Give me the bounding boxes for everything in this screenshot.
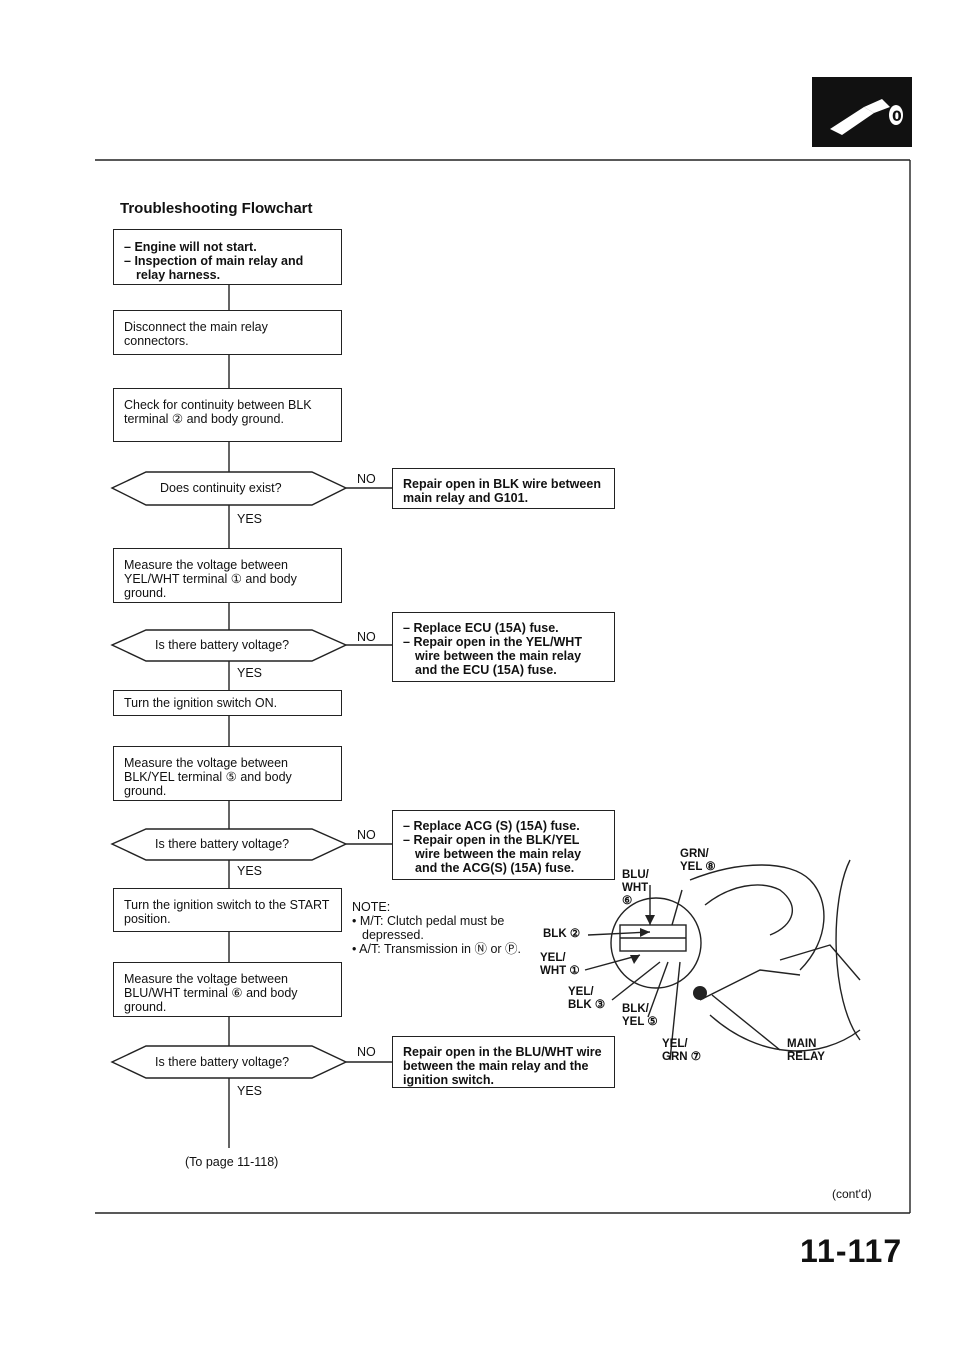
- decision-continuity: Does continuity exist?: [160, 481, 282, 495]
- no-box-acg-fuse: Replace ACG (S) (15A) fuse. Repair open …: [392, 810, 615, 880]
- svg-text:0: 0: [892, 109, 902, 125]
- wire-label-blu-wht: BLU/ WHT ⑥: [622, 869, 649, 907]
- wire-label-blk-yel: BLK/ YEL ⑤: [622, 1003, 658, 1028]
- to-page-note: (To page 11-118): [185, 1155, 279, 1169]
- step-ignition-on-box: Turn the ignition switch ON.: [113, 690, 342, 716]
- start-item: Engine will not start.: [124, 240, 331, 254]
- decision-voltage-2: Is there battery voltage?: [155, 837, 290, 851]
- step-yelwht-box: Measure the voltage between YEL/WHT term…: [113, 548, 342, 603]
- step-bluwht-box: Measure the voltage between BLU/WHT term…: [113, 962, 342, 1017]
- no-box-item: Replace ECU (15A) fuse.: [403, 621, 604, 635]
- step-blkyel-box: Measure the voltage between BLK/YEL term…: [113, 746, 342, 801]
- start-item: Inspection of main relay and relay harne…: [124, 254, 331, 282]
- no-label: NO: [357, 472, 376, 486]
- yes-label: YES: [237, 666, 263, 680]
- start-box: Engine will not start. Inspection of mai…: [113, 229, 342, 285]
- no-box-item: Replace ACG (S) (15A) fuse.: [403, 819, 604, 833]
- decision-voltage-1: Is there battery voltage?: [155, 638, 290, 652]
- wire-label-yel-wht: YEL/ WHT ①: [540, 952, 580, 977]
- continued-note: (cont'd): [832, 1187, 872, 1201]
- note-block: NOTE: • M/T: Clutch pedal must be depres…: [352, 900, 522, 956]
- page-number: 11-117: [800, 1233, 903, 1269]
- no-box-item: Repair open in the BLK/YEL wire between …: [403, 833, 604, 875]
- step-disconnect-box: Disconnect the main relay connectors.: [113, 310, 342, 355]
- no-box-text: Repair open in the BLU/WHT wire between …: [403, 1045, 602, 1087]
- no-box-blk-wire: Repair open in BLK wire between main rel…: [392, 468, 615, 509]
- wire-label-yel-blk: YEL/ BLK ③: [568, 986, 606, 1011]
- no-box-ecu-fuse: Replace ECU (15A) fuse. Repair open in t…: [392, 612, 615, 682]
- no-label: NO: [357, 828, 376, 842]
- step-continuity-box: Check for continuity between BLK termina…: [113, 388, 342, 442]
- no-label: NO: [357, 630, 376, 644]
- page-title: Troubleshooting Flowchart: [120, 200, 313, 217]
- wire-label-main-relay: MAIN RELAY: [787, 1038, 825, 1063]
- wire-label-yel-grn: YEL/ GRN ⑦: [662, 1038, 702, 1063]
- note-title: NOTE:: [352, 900, 391, 914]
- fuel-nozzle-icon: 0: [812, 77, 912, 147]
- step-start-position-box: Turn the ignition switch to the START po…: [113, 888, 342, 932]
- yes-label: YES: [237, 1084, 263, 1098]
- decision-voltage-3: Is there battery voltage?: [155, 1055, 290, 1069]
- no-label: NO: [357, 1045, 376, 1059]
- note-item: • M/T: Clutch pedal must be depressed.: [352, 914, 505, 942]
- note-item-text: A/T: Transmission in Ⓝ or Ⓟ.: [359, 942, 522, 956]
- yes-label: YES: [237, 512, 263, 526]
- note-item: • A/T: Transmission in Ⓝ or Ⓟ.: [352, 942, 522, 956]
- no-box-item: Repair open in the YEL/WHT wire between …: [403, 635, 604, 677]
- yes-label: YES: [237, 864, 263, 878]
- wire-label-blk2: BLK ②: [543, 928, 581, 940]
- no-box-bluwht-wire: Repair open in the BLU/WHT wire between …: [392, 1036, 615, 1088]
- wire-label-grn-yel: GRN/ YEL ⑧: [680, 848, 716, 873]
- note-item-text: M/T: Clutch pedal must be depressed.: [359, 914, 505, 942]
- no-box-text: Repair open in BLK wire between main rel…: [403, 477, 601, 505]
